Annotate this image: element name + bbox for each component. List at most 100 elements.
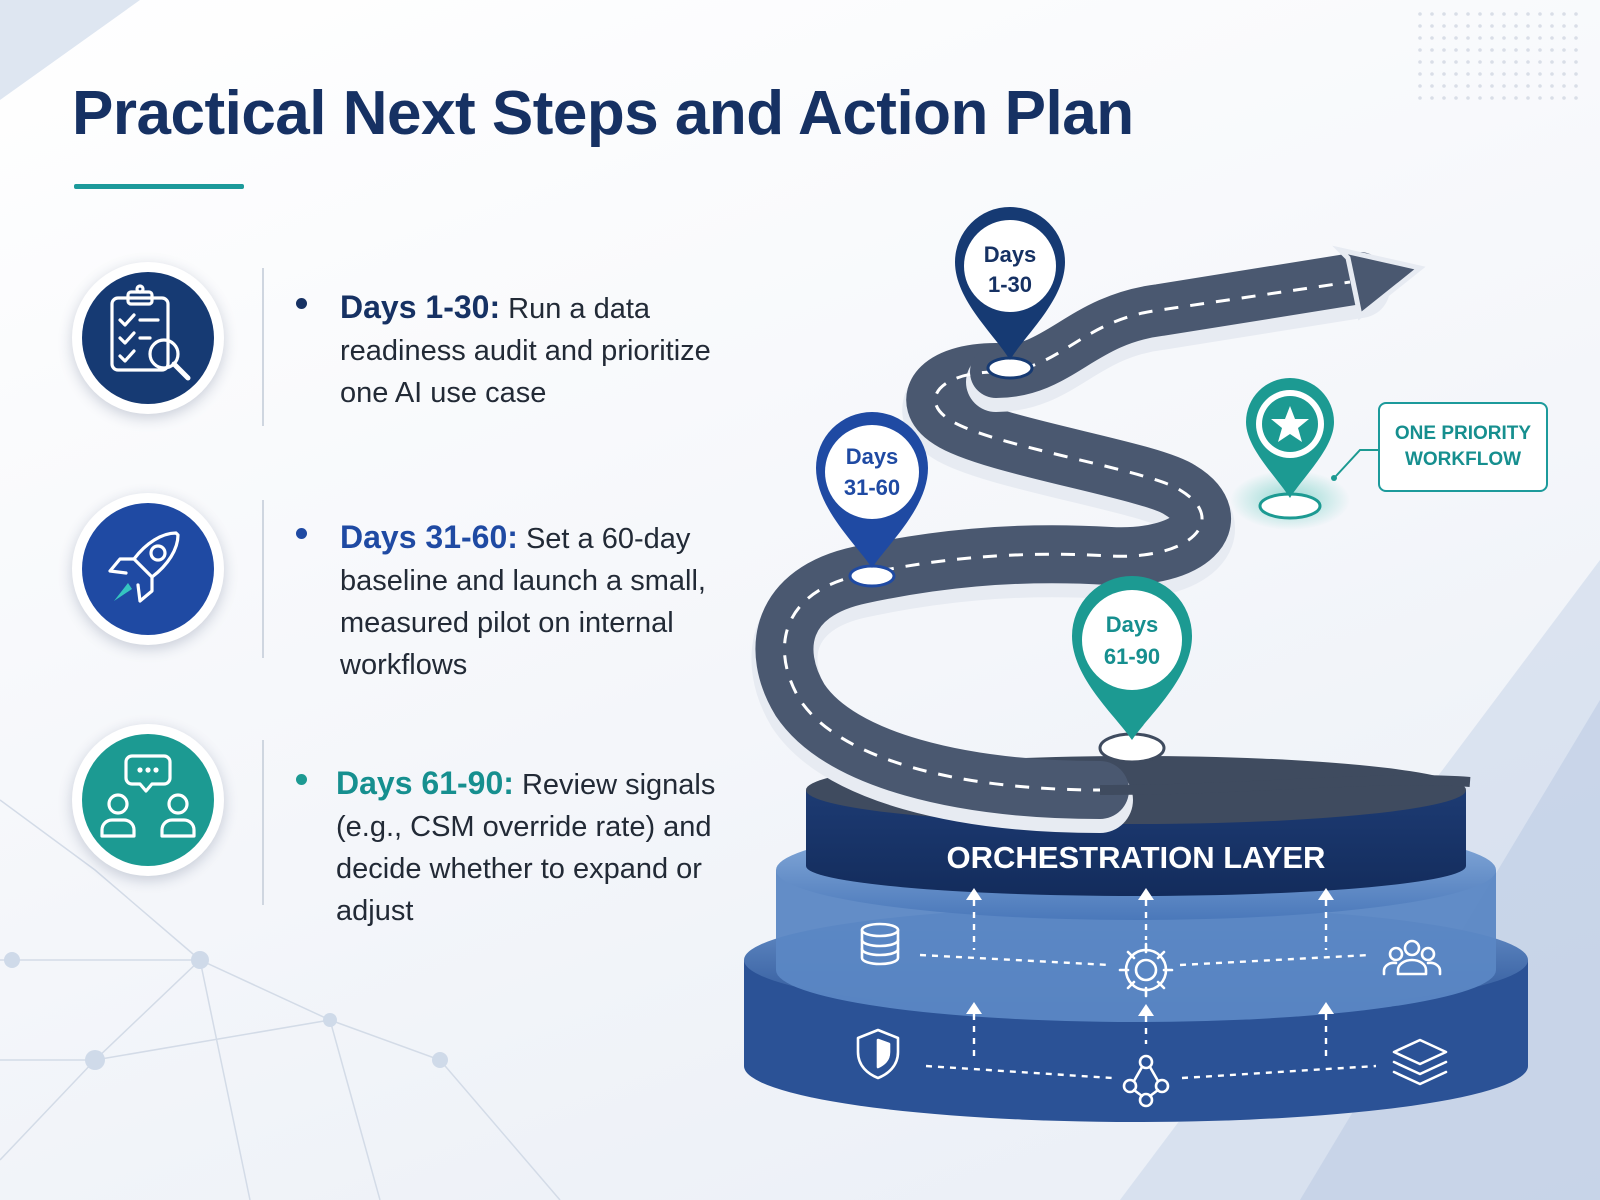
grid-dot bbox=[1454, 84, 1458, 88]
step-1-icon-badge bbox=[72, 262, 224, 414]
people-group-icon bbox=[1382, 939, 1442, 976]
grid-dot bbox=[1562, 60, 1566, 64]
step-1-bullet bbox=[296, 298, 307, 309]
pin-1-line1: Days bbox=[984, 242, 1037, 267]
grid-dot bbox=[1418, 60, 1422, 64]
grid-dot bbox=[1574, 12, 1578, 16]
grid-dot bbox=[1430, 96, 1434, 100]
grid-dot bbox=[1454, 36, 1458, 40]
grid-dot bbox=[1478, 48, 1482, 52]
clipboard-search-icon bbox=[110, 284, 191, 381]
grid-dot bbox=[1538, 24, 1542, 28]
grid-dot bbox=[1574, 60, 1578, 64]
grid-dot bbox=[1466, 24, 1470, 28]
grid-dot bbox=[1502, 24, 1506, 28]
grid-dot bbox=[1550, 60, 1554, 64]
grid-dot bbox=[1442, 36, 1446, 40]
grid-dot bbox=[1454, 12, 1458, 16]
grid-dot bbox=[1550, 12, 1554, 16]
grid-dot bbox=[1430, 72, 1434, 76]
grid-dot bbox=[1574, 36, 1578, 40]
grid-dot bbox=[1538, 48, 1542, 52]
step-2-bullet bbox=[296, 528, 307, 539]
grid-dot bbox=[1502, 96, 1506, 100]
step-2-text: Days 31-60: Set a 60-day baseline and la… bbox=[340, 516, 730, 686]
grid-dot bbox=[1538, 60, 1542, 64]
grid-dot bbox=[1562, 36, 1566, 40]
grid-dot bbox=[1490, 48, 1494, 52]
grid-dot bbox=[1466, 72, 1470, 76]
grid-dot bbox=[1502, 60, 1506, 64]
grid-dot bbox=[1430, 48, 1434, 52]
step-3-heading: Days 61-90: bbox=[336, 765, 514, 801]
grid-dot bbox=[1442, 72, 1446, 76]
grid-dot bbox=[1562, 48, 1566, 52]
pin-days-31-60: Days 31-60 bbox=[816, 412, 928, 588]
grid-dot bbox=[1526, 60, 1530, 64]
grid-dot bbox=[1514, 72, 1518, 76]
grid-dot bbox=[1454, 24, 1458, 28]
callout-line1: ONE PRIORITY bbox=[1394, 423, 1532, 444]
grid-dot bbox=[1550, 36, 1554, 40]
grid-dot bbox=[1490, 24, 1494, 28]
grid-dot bbox=[1442, 48, 1446, 52]
grid-dot bbox=[1478, 72, 1482, 76]
grid-dot bbox=[1562, 12, 1566, 16]
grid-dot bbox=[1526, 12, 1530, 16]
grid-dot bbox=[1574, 84, 1578, 88]
road-arrow-head bbox=[1332, 245, 1426, 321]
step-1-text: Days 1-30: Run a data readiness audit an… bbox=[340, 286, 740, 414]
grid-dot bbox=[1526, 84, 1530, 88]
grid-dot bbox=[1418, 84, 1422, 88]
grid-dot bbox=[1466, 60, 1470, 64]
database-icon bbox=[860, 922, 900, 966]
step-3-description: Review signals (e.g., CSM override rate)… bbox=[336, 769, 716, 927]
grid-dot bbox=[1442, 60, 1446, 64]
grid-dot bbox=[1442, 12, 1446, 16]
grid-dot bbox=[1442, 96, 1446, 100]
one-priority-workflow-callout: ONE PRIORITY WORKFLOW bbox=[1378, 402, 1548, 492]
grid-dot bbox=[1502, 84, 1506, 88]
grid-dot bbox=[1550, 72, 1554, 76]
grid-dot bbox=[1538, 12, 1542, 16]
step-1-heading: Days 1-30: bbox=[340, 289, 501, 325]
grid-dot bbox=[1490, 72, 1494, 76]
pin-1-line2: 1-30 bbox=[988, 272, 1032, 297]
pin-3-line2: 61-90 bbox=[1104, 644, 1160, 669]
grid-dot bbox=[1526, 48, 1530, 52]
grid-dot bbox=[1418, 72, 1422, 76]
grid-dot bbox=[1478, 84, 1482, 88]
grid-dot bbox=[1550, 96, 1554, 100]
grid-dot bbox=[1562, 84, 1566, 88]
step-2-divider bbox=[262, 500, 264, 658]
grid-dot bbox=[1430, 12, 1434, 16]
grid-dot bbox=[1454, 60, 1458, 64]
grid-dot bbox=[1526, 36, 1530, 40]
grid-dot bbox=[1526, 96, 1530, 100]
grid-dot bbox=[1478, 24, 1482, 28]
step-1-description: Run a data readiness audit and prioritiz… bbox=[340, 293, 711, 409]
grid-dot bbox=[1562, 96, 1566, 100]
pin-days-1-30: Days 1-30 bbox=[955, 207, 1065, 380]
grid-dot bbox=[1466, 36, 1470, 40]
step-3-icon-badge bbox=[72, 724, 224, 876]
title-underline bbox=[74, 184, 244, 189]
grid-dot bbox=[1454, 48, 1458, 52]
dot-grid bbox=[1418, 12, 1578, 100]
grid-dot bbox=[1478, 36, 1482, 40]
step-3-bullet bbox=[296, 774, 307, 785]
grid-dot bbox=[1574, 96, 1578, 100]
grid-dot bbox=[1550, 48, 1554, 52]
orchestration-layer-label: ORCHESTRATION LAYER bbox=[947, 840, 1326, 875]
grid-dot bbox=[1490, 60, 1494, 64]
grid-dot bbox=[1526, 72, 1530, 76]
pin-2-line1: Days bbox=[846, 444, 899, 469]
grid-dot bbox=[1466, 48, 1470, 52]
step-3-divider bbox=[262, 740, 264, 905]
grid-dot bbox=[1454, 72, 1458, 76]
grid-dot bbox=[1478, 96, 1482, 100]
gear-icon bbox=[1118, 942, 1174, 998]
grid-dot bbox=[1442, 84, 1446, 88]
grid-dot bbox=[1514, 24, 1518, 28]
